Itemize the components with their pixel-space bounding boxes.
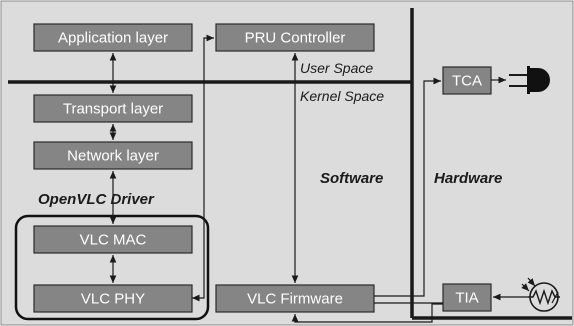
vlc-mac-label: VLC MAC <box>80 232 147 249</box>
led-icon <box>509 66 550 94</box>
transport-layer-box: Transport layer <box>33 94 193 123</box>
application-layer-box: Application layer <box>33 23 193 52</box>
vlc-mac-box: VLC MAC <box>33 225 193 254</box>
vlc-firmware-box: VLC Firmware <box>215 284 375 313</box>
application-layer-label: Application layer <box>58 30 168 47</box>
tia-box: TIA <box>442 283 492 312</box>
hardware-label: Hardware <box>434 170 502 187</box>
transport-layer-label: Transport layer <box>63 101 163 118</box>
user-space-label: User Space <box>300 60 373 76</box>
tca-box: TCA <box>442 66 492 95</box>
pru-controller-label: PRU Controller <box>245 30 346 47</box>
network-layer-box: Network layer <box>33 141 193 170</box>
arrow-phy-to-pru <box>192 34 214 302</box>
photodiode-icon <box>521 277 560 312</box>
openvlc-driver-label: OpenVLC Driver <box>38 191 155 208</box>
software-label: Software <box>320 170 383 187</box>
tca-label: TCA <box>452 73 482 90</box>
arrow-tia-to-firmware <box>291 303 443 323</box>
arrow-firmware-to-tca <box>374 77 441 297</box>
tia-label: TIA <box>455 290 478 307</box>
vlc-firmware-label: VLC Firmware <box>247 291 343 308</box>
pru-controller-box: PRU Controller <box>215 23 375 52</box>
vlc-phy-label: VLC PHY <box>81 291 145 308</box>
network-layer-label: Network layer <box>67 148 159 165</box>
kernel-space-label: Kernel Space <box>300 88 384 104</box>
vlc-phy-box: VLC PHY <box>33 284 193 313</box>
